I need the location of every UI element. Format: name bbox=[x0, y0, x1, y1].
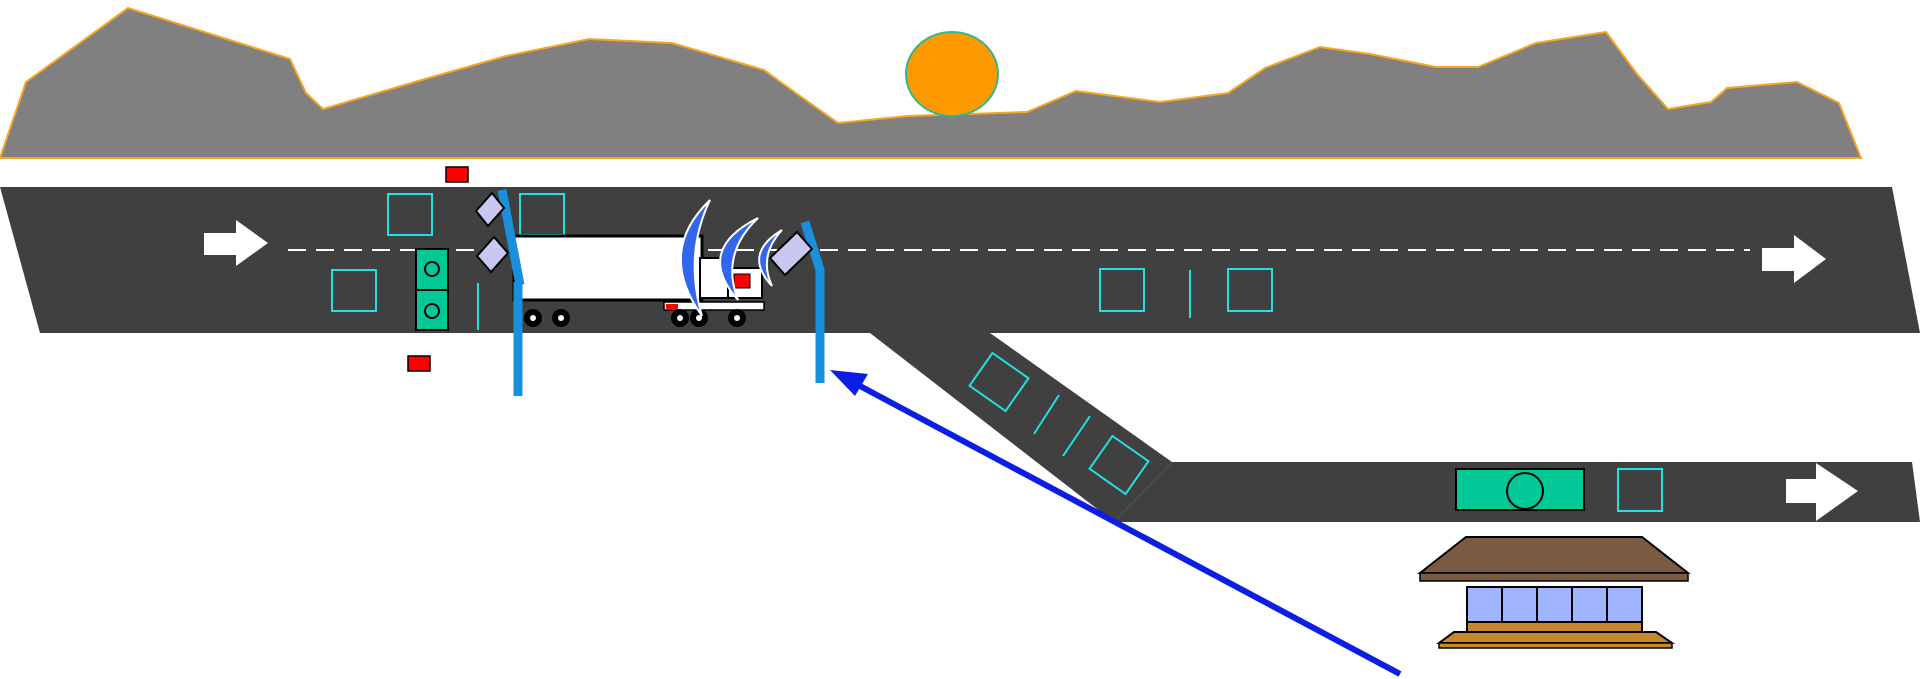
vehicle-detector-loop bbox=[331, 269, 377, 312]
vehicle-detector-loop bbox=[1227, 268, 1273, 312]
camera-icon bbox=[474, 191, 506, 228]
mountain-range bbox=[0, 6, 1863, 159]
pointer-arrow-icon bbox=[830, 370, 1402, 677]
main-road bbox=[0, 187, 1920, 333]
vehicle-detector-loop bbox=[387, 193, 433, 236]
signal-marker bbox=[445, 166, 469, 183]
direction-arrow-icon bbox=[204, 220, 268, 266]
detector-line bbox=[1033, 394, 1060, 435]
direction-arrow-icon bbox=[1786, 463, 1858, 521]
vehicle-detector-loop bbox=[1088, 434, 1150, 496]
camera-icon bbox=[768, 230, 814, 277]
detector-line bbox=[1062, 415, 1091, 457]
camera-icon bbox=[475, 235, 510, 274]
vehicle-detector-loop bbox=[1617, 468, 1663, 512]
toll-booth-icon bbox=[1417, 536, 1691, 649]
traffic-signal-icon bbox=[415, 248, 449, 331]
signal-marker bbox=[407, 355, 431, 372]
sun-icon bbox=[905, 31, 999, 117]
vehicle-detector-loop bbox=[968, 351, 1030, 413]
gantry-pole-left bbox=[497, 189, 525, 396]
gantry-pole-right bbox=[800, 220, 825, 383]
direction-arrow-icon bbox=[1762, 235, 1826, 283]
radar-wave-icon bbox=[680, 199, 783, 317]
traffic-signal-icon bbox=[1455, 468, 1585, 511]
vehicle-detector-loop bbox=[1099, 268, 1145, 312]
